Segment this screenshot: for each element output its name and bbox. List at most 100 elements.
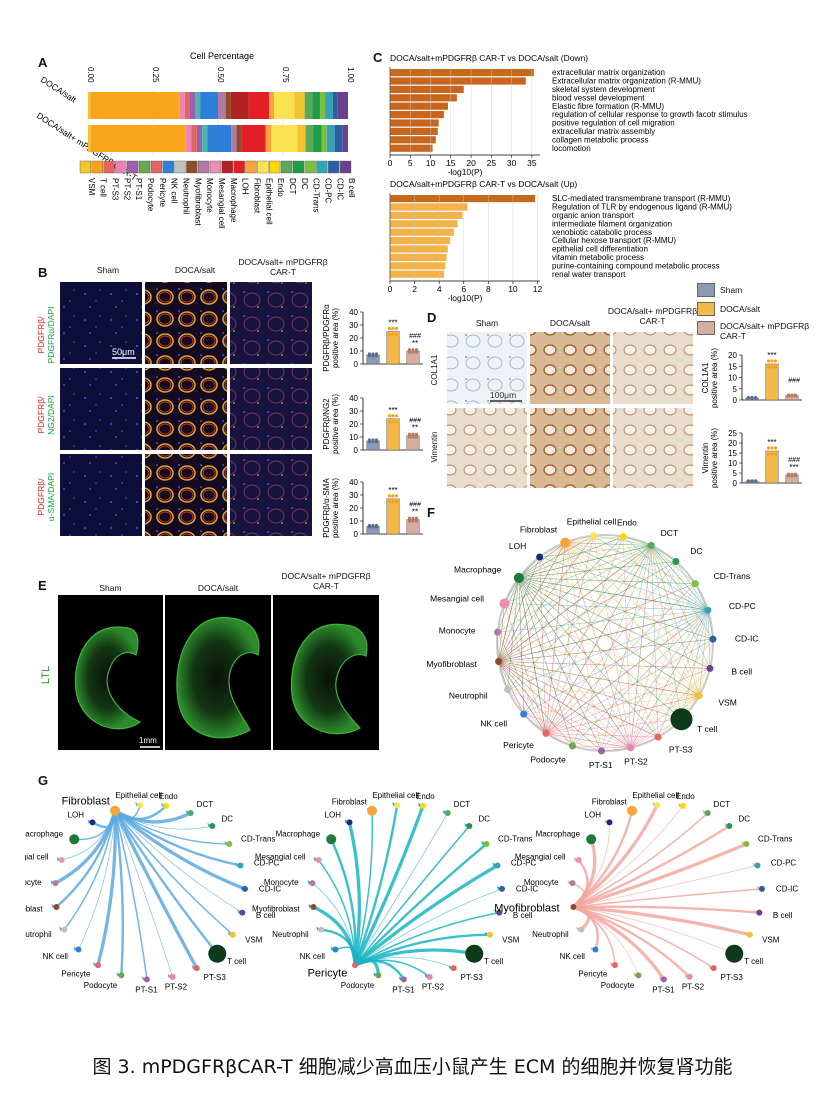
g-node	[569, 880, 576, 887]
ihc-col1a1-sham	[447, 332, 527, 404]
f-edge	[593, 535, 709, 611]
f-edge	[498, 561, 677, 662]
a-bar-segment	[312, 92, 320, 119]
g-node	[654, 802, 661, 809]
f-edge	[518, 577, 631, 749]
c-tick-label: 10	[508, 284, 518, 294]
g-node	[75, 946, 82, 953]
g-node-label: Myofibroblast	[494, 903, 559, 915]
bar-tick-label: 15	[728, 362, 737, 371]
g-node	[318, 926, 325, 933]
bar	[386, 331, 400, 365]
bar-tick-label: 10	[728, 459, 737, 468]
g-node	[332, 946, 339, 953]
sig-annotation: ***	[388, 406, 397, 415]
f-edge	[504, 603, 547, 734]
f-edge	[518, 577, 573, 747]
g-node-label: CD-Trans	[758, 834, 792, 843]
data-point	[374, 525, 379, 529]
g-node-label: Endo	[416, 792, 435, 801]
g-node	[758, 885, 765, 892]
g-node	[375, 972, 382, 979]
a-legend-label: CD-PC	[323, 178, 332, 204]
f-edge	[593, 535, 652, 546]
f-node-label: DC	[690, 546, 702, 556]
g-node-label: Myofibroblast	[25, 905, 43, 914]
c-bar	[390, 69, 534, 77]
g-node-label: Neutrophil	[532, 930, 569, 939]
f-edge	[498, 545, 652, 662]
g-node-label: PT-S2	[165, 983, 188, 992]
a-bar-segment	[332, 92, 338, 119]
data-point	[374, 440, 379, 444]
data-point	[391, 414, 395, 418]
bar	[386, 498, 400, 535]
g-node	[241, 885, 248, 892]
a-legend-swatch	[316, 160, 328, 174]
g-edge	[573, 812, 709, 908]
c-tick-label: 0	[388, 158, 393, 168]
g-node-label: CD-PC	[771, 858, 797, 867]
f-node-label: Macrophage	[454, 564, 502, 574]
data-point	[371, 440, 375, 444]
c-bar	[390, 220, 458, 228]
g-edge	[347, 822, 362, 966]
g-node	[346, 819, 353, 826]
a-legend-swatch	[292, 160, 304, 174]
g-node-label: DCT	[197, 800, 214, 809]
c-bar-label: SLC-mediated transmembrane transport (R-…	[552, 194, 731, 203]
a-legend-label: Monocyte	[205, 178, 214, 213]
c-bar-label: Regulation of TLR by endogenous ligand (…	[552, 203, 732, 212]
data-point	[773, 452, 778, 456]
bar-tick-label: 20	[349, 334, 358, 343]
a-bar-segment	[294, 92, 305, 119]
a-legend-swatch	[339, 160, 352, 174]
f-node-label: Fibroblast	[520, 525, 558, 535]
f-node	[619, 533, 627, 541]
legend-item-cart: DOCA/salt+ mPDGFRβ CAR-T	[697, 321, 817, 341]
data-point	[414, 516, 419, 520]
data-point	[746, 479, 751, 483]
c-tick-label: 12	[533, 284, 543, 294]
f-node-label: PT-S2	[624, 756, 648, 766]
bar-tick-label: 10	[349, 433, 358, 442]
f-edge	[498, 603, 505, 662]
b-row-label-1: PDGFRβ/PDGFRα/DAPI	[36, 306, 56, 364]
panel-label-c: C	[373, 50, 383, 65]
f-edge	[630, 610, 709, 749]
g-node-label: CD-IC	[516, 885, 538, 894]
d-col-cart: DOCA/salt+ mPDGFRβ CAR-T	[607, 306, 698, 326]
f-edge	[565, 542, 709, 611]
c-bar	[390, 245, 448, 253]
g-edge	[573, 905, 751, 937]
a-bar-segment	[184, 92, 190, 119]
data-point	[414, 350, 419, 354]
data-point	[753, 396, 758, 400]
f-edge	[518, 577, 696, 584]
g-node-label: T cell	[484, 957, 503, 966]
f-edge	[523, 713, 631, 749]
g-node	[465, 944, 484, 963]
legend-item-sham: Sham	[697, 283, 817, 297]
a-bar-segment	[218, 92, 226, 119]
a-legend-swatch	[198, 160, 210, 174]
g-node	[578, 926, 585, 933]
data-point	[770, 365, 774, 369]
g-node	[686, 973, 693, 980]
g-node	[635, 972, 642, 979]
c-tick-label: 20	[466, 158, 476, 168]
a-bar-segment	[195, 92, 201, 119]
a-bar-segment	[321, 125, 327, 152]
f-edge	[498, 661, 602, 752]
g-edge	[113, 810, 199, 969]
g-node-label: Fibroblast	[332, 797, 368, 806]
a-legend-swatch	[103, 160, 115, 174]
g-node-label: Myofibroblast	[252, 905, 300, 914]
c-bar-label: Elastic fibre formation (R-MMU)	[552, 102, 664, 111]
g-node-label: Podocyte	[601, 981, 635, 990]
data-point	[367, 440, 372, 444]
c-bar-label: extracellular matrix assembly	[552, 127, 655, 136]
a-bar-segment	[241, 125, 266, 152]
panel-label-g: G	[38, 773, 49, 788]
